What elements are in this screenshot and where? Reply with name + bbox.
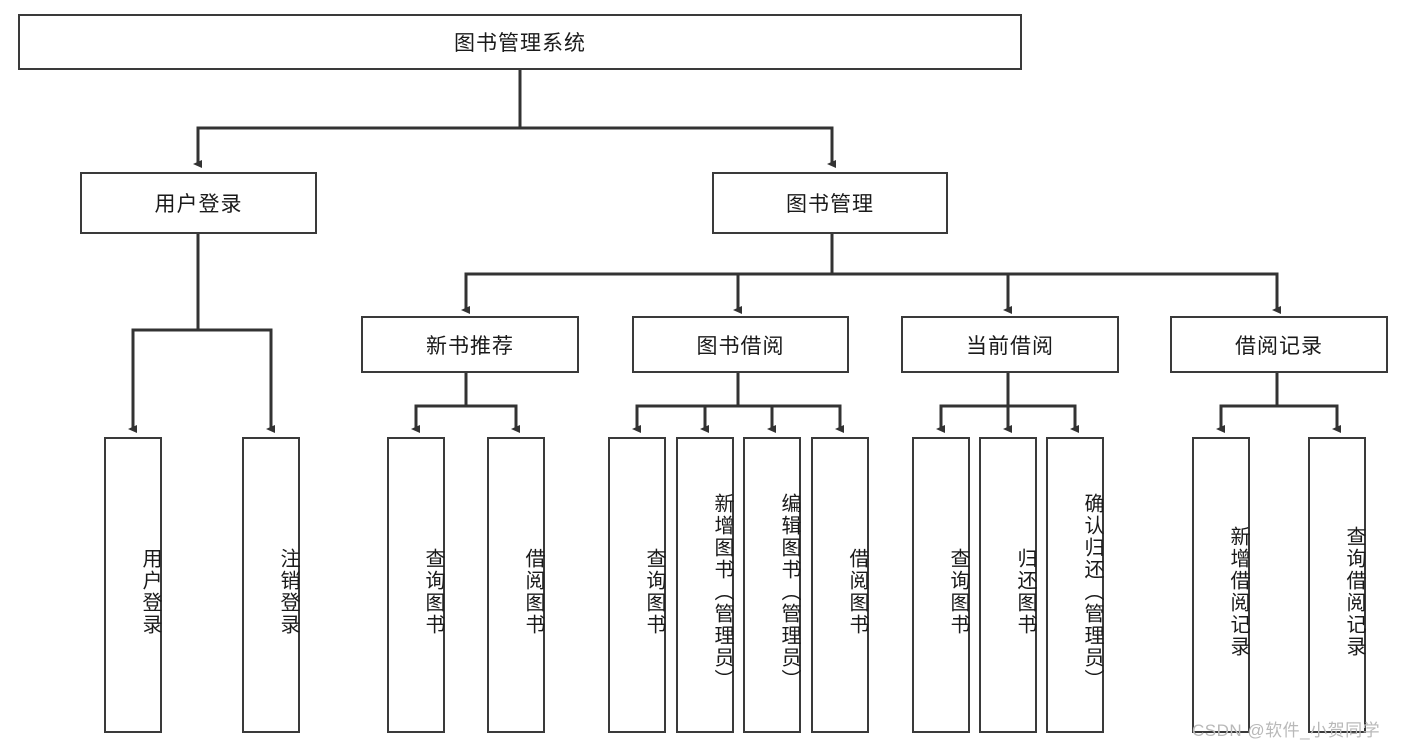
node-current-borrow-label: 当前借阅: [966, 334, 1054, 358]
node-root[interactable]: 图书管理系统: [18, 14, 1022, 70]
node-leaf-add-book-label: 新增图书（管理员）: [711, 493, 733, 691]
node-current-borrow[interactable]: 当前借阅: [901, 316, 1119, 373]
node-leaf-confirm-return-label: 确认归还（管理员）: [1081, 493, 1103, 691]
node-user-login-label: 用户登录: [154, 193, 243, 216]
node-root-label: 图书管理系统: [454, 32, 586, 55]
node-leaf-confirm-return[interactable]: 确认归还（管理员）: [1046, 437, 1104, 733]
node-leaf-return-book[interactable]: 归还图书: [979, 437, 1037, 733]
node-leaf-user-login[interactable]: 用户登录: [104, 437, 162, 733]
node-new-book-recommend[interactable]: 新书推荐: [361, 316, 579, 373]
csdn-watermark: CSDN @软件_小贺同学: [1192, 721, 1381, 740]
node-leaf-return-book-label: 归还图书: [1014, 548, 1036, 636]
node-leaf-add-record-label: 新增借阅记录: [1227, 526, 1249, 658]
node-leaf-query-book-3-label: 查询图书: [947, 548, 969, 636]
node-book-borrow[interactable]: 图书借阅: [632, 316, 849, 373]
node-leaf-query-record-label: 查询借阅记录: [1343, 526, 1365, 658]
node-borrow-record[interactable]: 借阅记录: [1170, 316, 1388, 373]
node-leaf-query-record[interactable]: 查询借阅记录: [1308, 437, 1366, 733]
node-leaf-add-record[interactable]: 新增借阅记录: [1192, 437, 1250, 733]
node-leaf-query-book-3[interactable]: 查询图书: [912, 437, 970, 733]
node-leaf-query-book-2-label: 查询图书: [643, 548, 665, 636]
node-leaf-query-book-1-label: 查询图书: [422, 548, 444, 636]
node-leaf-logout-login-label: 注销登录: [277, 548, 299, 636]
node-leaf-borrow-book-1-label: 借阅图书: [522, 548, 544, 636]
node-user-login[interactable]: 用户登录: [80, 172, 317, 234]
node-leaf-edit-book[interactable]: 编辑图书（管理员）: [743, 437, 801, 733]
node-borrow-record-label: 借阅记录: [1235, 334, 1323, 358]
node-book-manage[interactable]: 图书管理: [712, 172, 948, 234]
node-leaf-logout-login[interactable]: 注销登录: [242, 437, 300, 733]
node-leaf-borrow-book-1[interactable]: 借阅图书: [487, 437, 545, 733]
node-leaf-borrow-book-2[interactable]: 借阅图书: [811, 437, 869, 733]
node-leaf-query-book-2[interactable]: 查询图书: [608, 437, 666, 733]
node-book-manage-label: 图书管理: [786, 193, 874, 216]
node-leaf-query-book-1[interactable]: 查询图书: [387, 437, 445, 733]
node-leaf-edit-book-label: 编辑图书（管理员）: [778, 493, 800, 691]
node-leaf-user-login-label: 用户登录: [139, 548, 161, 636]
node-new-book-recommend-label: 新书推荐: [426, 334, 514, 358]
node-leaf-borrow-book-2-label: 借阅图书: [846, 548, 868, 636]
node-book-borrow-label: 图书借阅: [696, 334, 785, 358]
node-leaf-add-book[interactable]: 新增图书（管理员）: [676, 437, 734, 733]
